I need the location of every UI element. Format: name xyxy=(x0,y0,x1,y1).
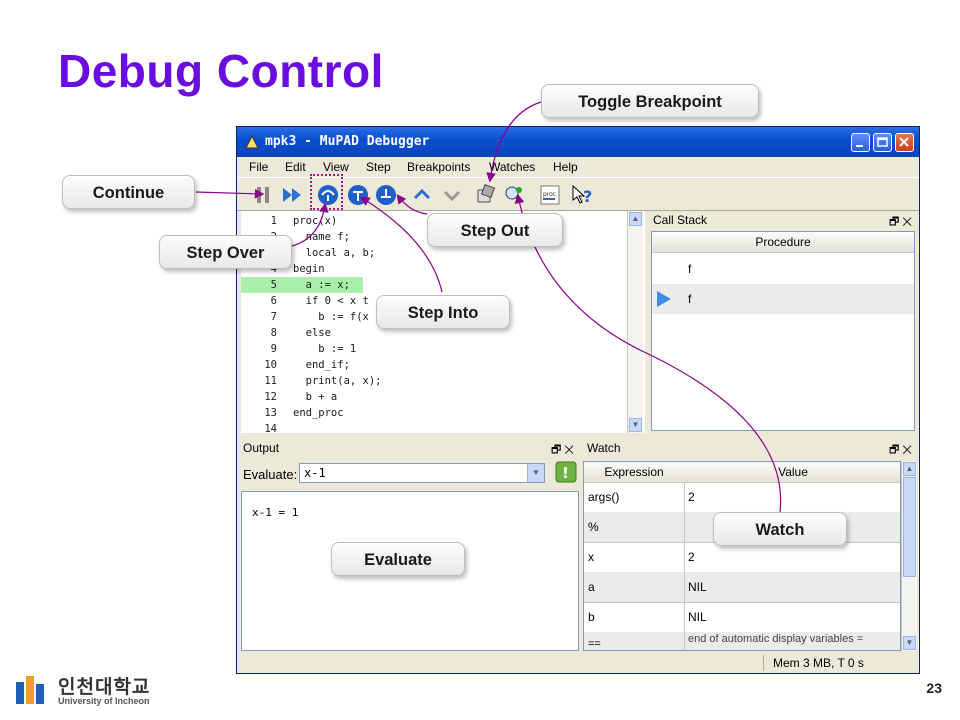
menu-help[interactable]: Help xyxy=(553,160,578,174)
watch-scrollbar[interactable]: ▲ ▼ xyxy=(901,461,917,651)
code-line[interactable]: 9 b := 1 xyxy=(270,343,357,355)
toggle-breakpoint-icon[interactable] xyxy=(475,184,497,206)
code-scrollbar[interactable]: ▲ ▼ xyxy=(627,211,643,433)
callstack-list: Procedure f f xyxy=(651,231,915,431)
step-out-icon[interactable] xyxy=(375,184,397,206)
step-into-icon[interactable] xyxy=(347,184,369,206)
close-icon xyxy=(899,137,909,147)
menu-watches[interactable]: Watches xyxy=(489,160,536,174)
proc-icon[interactable]: proc xyxy=(539,184,561,206)
maximize-icon xyxy=(877,137,888,147)
code-line[interactable]: 11 print(a, x); xyxy=(264,375,382,387)
evaluate-button[interactable]: ! xyxy=(555,461,577,483)
university-logo: 인천대학교 University of Incheon xyxy=(14,672,164,712)
callout-continue: Continue xyxy=(62,175,195,209)
mupad-app-icon xyxy=(245,135,259,149)
step-over-icon[interactable] xyxy=(317,184,339,206)
minimize-icon xyxy=(856,145,863,147)
window-title: mpk3 - MuPAD Debugger xyxy=(265,134,430,149)
output-title: Output xyxy=(243,441,280,455)
scroll-up-arrow[interactable]: ▲ xyxy=(629,212,642,226)
help-icon[interactable]: ? xyxy=(571,184,593,206)
current-frame-arrow-icon xyxy=(657,291,671,307)
slide-title: Debug Control xyxy=(58,45,384,97)
menu-edit[interactable]: Edit xyxy=(285,160,306,174)
menu-view[interactable]: View xyxy=(323,160,349,174)
maximize-button[interactable] xyxy=(873,133,892,152)
watch-panel-buttons[interactable]: 🗗 ✕ xyxy=(889,444,912,456)
minimize-button[interactable] xyxy=(851,133,870,152)
watch-column-expression[interactable]: Expression xyxy=(584,462,685,483)
close-button[interactable] xyxy=(895,133,914,152)
menu-breakpoints[interactable]: Breakpoints xyxy=(407,160,471,174)
callstack-row[interactable]: f xyxy=(688,262,692,276)
menu-file[interactable]: File xyxy=(249,160,269,174)
callstack-panel-buttons[interactable]: 🗗 ✕ xyxy=(889,216,912,228)
code-line[interactable]: 3 local a, b; xyxy=(271,247,376,259)
title-bar: mpk3 - MuPAD Debugger xyxy=(237,127,919,157)
callout-watch: Watch xyxy=(713,512,847,546)
scroll-down-arrow[interactable]: ▼ xyxy=(629,418,642,432)
code-line[interactable]: 8 else xyxy=(270,327,331,339)
code-line-current[interactable]: 5 a := x; xyxy=(241,277,621,293)
page-number: 23 xyxy=(926,680,942,696)
up-icon[interactable] xyxy=(411,184,433,206)
scroll-up-arrow[interactable]: ▲ xyxy=(903,462,916,476)
code-line[interactable]: 10 end_if; xyxy=(264,359,350,371)
svg-text:!: ! xyxy=(562,464,569,482)
output-panel-buttons[interactable]: 🗗 ✕ xyxy=(551,444,574,456)
watch-row[interactable]: ==end of automatic display variables = xyxy=(584,632,900,650)
watch-icon[interactable] xyxy=(503,184,525,206)
down-icon[interactable] xyxy=(441,184,463,206)
svg-text:proc: proc xyxy=(543,191,556,198)
watch-row[interactable]: args()2 xyxy=(584,482,900,513)
university-name-english: University of Incheon xyxy=(58,696,150,706)
university-name-korean: 인천대학교 xyxy=(58,677,151,698)
evaluate-input[interactable]: x-1 ▼ xyxy=(299,463,545,483)
code-line[interactable]: 14 xyxy=(264,423,277,435)
callstack-column-header[interactable]: Procedure xyxy=(652,232,914,253)
callstack-title: Call Stack xyxy=(653,213,708,227)
university-logo-mark xyxy=(16,676,44,704)
callout-toggle-breakpoint: Toggle Breakpoint xyxy=(541,84,759,118)
callout-evaluate: Evaluate xyxy=(331,542,465,576)
watch-column-value[interactable]: Value xyxy=(684,462,900,483)
callstack-row-current[interactable]: f xyxy=(652,284,914,314)
callstack-panel: Call Stack 🗗 ✕ Procedure f f xyxy=(649,211,917,433)
callout-step-over: Step Over xyxy=(159,235,292,269)
status-text: Mem 3 MB, T 0 s xyxy=(773,656,864,670)
chevron-down-icon[interactable]: ▼ xyxy=(527,464,544,482)
menu-step[interactable]: Step xyxy=(366,160,391,174)
status-bar: Mem 3 MB, T 0 s xyxy=(237,653,919,673)
code-line[interactable]: 7 b := f(x xyxy=(270,311,369,323)
continue-icon[interactable] xyxy=(281,184,303,206)
callout-step-out: Step Out xyxy=(427,213,563,247)
svg-text:?: ? xyxy=(583,187,592,206)
step-over-highlight xyxy=(310,174,343,210)
code-line[interactable]: 6 if 0 < x t xyxy=(270,295,369,307)
pause-icon[interactable] xyxy=(253,184,275,206)
scroll-down-arrow[interactable]: ▼ xyxy=(903,636,916,650)
code-line[interactable]: 12 b + a xyxy=(264,391,338,403)
watch-title: Watch xyxy=(587,441,621,455)
scroll-thumb[interactable] xyxy=(903,477,916,577)
evaluate-label: Evaluate: xyxy=(243,467,298,482)
evaluate-result: x-1 = 1 xyxy=(252,506,299,519)
callout-step-into: Step Into xyxy=(376,295,510,329)
